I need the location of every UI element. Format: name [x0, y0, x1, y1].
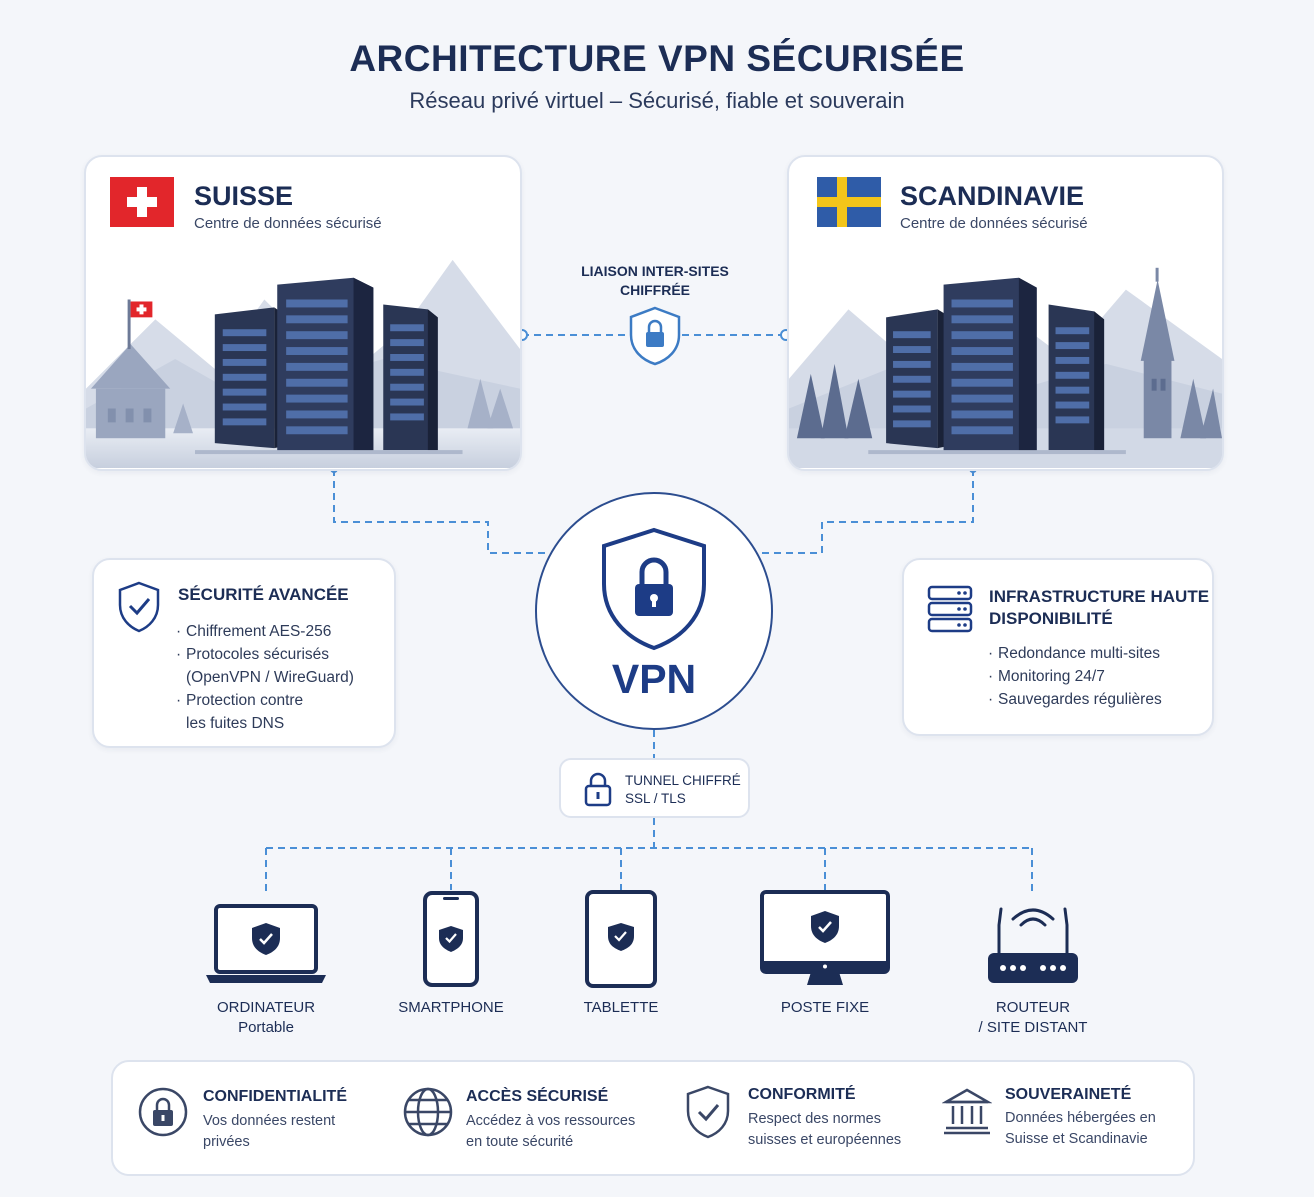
device-label-laptop: ORDINATEUR Portable: [176, 998, 356, 1038]
vpn-label: VPN: [611, 656, 697, 702]
pillar-description: Données hébergées en Suisse et Scandinav…: [1005, 1108, 1156, 1150]
datacenter-card-scandinavie: SCANDINAVIE Centre de données sécurisé: [787, 155, 1224, 471]
security-feature-list: Chiffrement AES-256 Protocoles sécurisés…: [176, 620, 386, 735]
feature-item: Redondance multi-sites: [988, 642, 1198, 665]
pillar-desc-line: Vos données restent: [203, 1113, 336, 1129]
infrastructure-feature-list: Redondance multi-sites Monitoring 24/7 S…: [988, 642, 1198, 711]
device-label-smartphone: SMARTPHONE: [361, 998, 541, 1018]
pillar-title: CONFIDENTIALITÉ: [203, 1088, 347, 1105]
pillar-title: CONFORMITÉ: [748, 1086, 856, 1103]
tunnel-label-line2: SSL / TLS: [625, 791, 686, 806]
lock-circle-icon: [138, 1087, 188, 1137]
swiss-to-vpn-line: [333, 469, 548, 554]
swiss-datacenter-illustration: [86, 259, 520, 468]
scandinavia-datacenter-illustration: [789, 267, 1222, 468]
datacenter-name: SCANDINAVIE: [900, 181, 1085, 211]
router-icon: [988, 907, 1078, 983]
device-label-router: ROUTEUR / SITE DISTANT: [943, 998, 1123, 1038]
encrypted-tunnel-box: TUNNEL CHIFFRÉ SSL / TLS: [559, 758, 750, 818]
pillars-bar: CONFIDENTIALITÉ Vos données restent priv…: [111, 1060, 1195, 1176]
device-label-desktop: POSTE FIXE: [735, 998, 915, 1018]
security-panel: SÉCURITÉ AVANCÉE Chiffrement AES-256 Pro…: [92, 558, 396, 748]
datacenter-card-suisse: SUISSE Centre de données sécurisé: [84, 155, 522, 471]
pillar-desc-line: privées: [203, 1134, 250, 1150]
swiss-flag-icon: [110, 177, 174, 227]
security-panel-title: SÉCURITÉ AVANCÉE: [178, 585, 349, 604]
tunnel-label-line1: TUNNEL CHIFFRÉ: [625, 773, 741, 788]
page-title: ARCHITECTURE VPN SÉCURISÉE: [349, 38, 965, 79]
pillar-desc-line: Respect des normes: [748, 1111, 881, 1127]
server-stack-icon: [927, 585, 973, 633]
device-label-line1: ORDINATEUR: [216, 999, 316, 1016]
infra-title-line1: INFRASTRUCTURE HAUTE: [989, 587, 1210, 606]
pillar-desc-line: Accédez à vos ressources: [466, 1113, 636, 1129]
vpn-shield-lock-icon: [602, 527, 706, 651]
pillar-description: Accédez à vos ressources en toute sécuri…: [466, 1111, 635, 1153]
institution-building-icon: [942, 1088, 992, 1135]
datacenter-name: SUISSE: [194, 181, 294, 211]
device-label-line1: POSTE FIXE: [780, 999, 870, 1016]
pillar-desc-line: Suisse et Scandinavie: [1005, 1131, 1148, 1147]
scandinavia-to-vpn-line: [760, 469, 974, 554]
feature-item: Protection contre les fuites DNS: [176, 689, 386, 735]
device-label-line1: ROUTEUR: [995, 999, 1071, 1016]
infrastructure-panel-title: INFRASTRUCTURE HAUTE DISPONIBILITÉ: [989, 586, 1209, 630]
feature-item: Protocoles sécurisés (OpenVPN / WireGuar…: [176, 643, 386, 689]
pillar-desc-line: en toute sécurité: [466, 1134, 574, 1150]
tablet-icon: [585, 890, 657, 988]
inter-site-label-line2: CHIFFRÉE: [620, 282, 690, 298]
device-label-line2: Portable: [238, 1019, 294, 1036]
desktop-monitor-icon: [760, 890, 890, 985]
inter-site-link-label: LIAISON INTER-SITES CHIFFRÉE: [560, 262, 750, 300]
infrastructure-panel: INFRASTRUCTURE HAUTE DISPONIBILITÉ Redon…: [902, 558, 1214, 736]
padlock-icon: [584, 772, 612, 807]
datacenter-description: Centre de données sécurisé: [900, 215, 1088, 232]
device-label-line1: SMARTPHONE: [398, 999, 504, 1016]
inter-site-label-line1: LIAISON INTER-SITES: [581, 263, 729, 279]
tunnel-label: TUNNEL CHIFFRÉ SSL / TLS: [625, 772, 741, 808]
pillar-title: ACCÈS SÉCURISÉ: [466, 1088, 609, 1105]
swedish-flag-icon: [817, 177, 881, 227]
device-label-line1: TABLETTE: [583, 999, 659, 1016]
encrypted-link-shield-icon: [629, 306, 681, 366]
pillar-desc-line: suisses et européennes: [748, 1132, 902, 1148]
device-label-line2: / SITE DISTANT: [978, 1019, 1088, 1036]
feature-item: Sauvegardes régulières: [988, 688, 1198, 711]
smartphone-icon: [423, 891, 479, 987]
shield-check-icon: [118, 581, 160, 633]
globe-icon: [403, 1087, 453, 1137]
feature-item: Chiffrement AES-256: [176, 620, 386, 643]
infra-title-line2: DISPONIBILITÉ: [989, 609, 1113, 628]
pillar-description: Respect des normes suisses et européenne…: [748, 1109, 901, 1151]
pillar-desc-line: Données hébergées en: [1005, 1110, 1156, 1126]
pillar-description: Vos données restent privées: [203, 1111, 335, 1153]
laptop-icon: [206, 904, 326, 983]
device-label-tablet: TABLETTE: [531, 998, 711, 1018]
shield-check-outline-icon: [686, 1085, 730, 1139]
datacenter-description: Centre de données sécurisé: [194, 215, 382, 232]
page-subtitle: Réseau privé virtuel – Sécurisé, fiable …: [409, 88, 905, 113]
pillar-title: SOUVERAINETÉ: [1005, 1086, 1132, 1103]
feature-item: Monitoring 24/7: [988, 665, 1198, 688]
